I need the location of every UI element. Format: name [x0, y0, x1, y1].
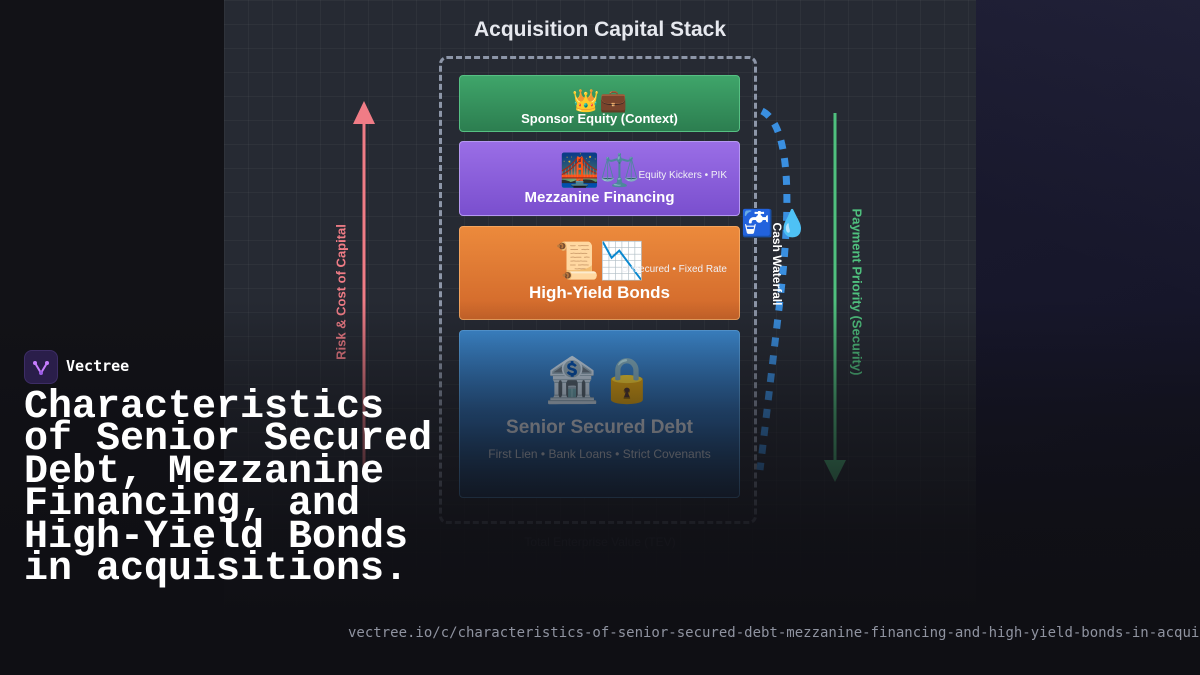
- tier-sponsor-equity: 👑💼 Sponsor Equity (Context): [459, 75, 740, 132]
- bridge-scales-icon: 🌉⚖️: [559, 152, 640, 188]
- water-tap-icon: 🚰: [741, 208, 774, 238]
- tier-details: Unsecured • Fixed Rate: [621, 264, 727, 275]
- vectree-logo-icon: [24, 350, 58, 384]
- risk-axis-label: Risk & Cost of Capital: [333, 224, 349, 360]
- tier-name: High-Yield Bonds: [528, 283, 671, 302]
- priority-axis-label: Payment Priority (Security): [849, 208, 865, 376]
- page-url[interactable]: vectree.io/c/characteristics-of-senior-s…: [348, 625, 1200, 641]
- scroll-chart-down-icon: 📜📉: [554, 240, 645, 281]
- tier-details: Equity Kickers • PIK: [638, 170, 727, 181]
- priority-arrow: [824, 113, 846, 482]
- tier-name: Sponsor Equity (Context): [521, 111, 678, 126]
- page-headline: Characteristics of Senior Secured Debt, …: [24, 385, 433, 593]
- water-drop-icon: 💧: [776, 208, 809, 238]
- brand-name: Vectree: [66, 357, 130, 375]
- tier-name: Mezzanine Financing: [524, 189, 675, 206]
- diagram-title: Acquisition Capital Stack: [473, 18, 727, 41]
- crown-briefcase-icon: 👑💼: [572, 88, 627, 113]
- tier-mezzanine-financing: 🌉⚖️ Equity Kickers • PIK Mezzanine Finan…: [459, 141, 740, 216]
